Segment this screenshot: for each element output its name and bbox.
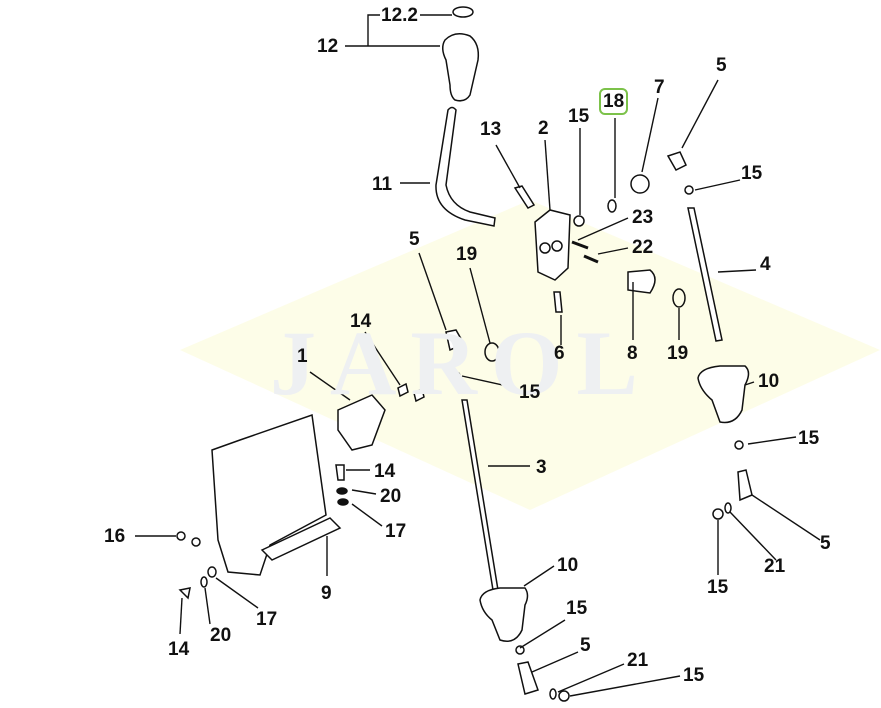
- part-label-15: 15: [568, 106, 590, 127]
- part-label-6: 6: [554, 343, 565, 364]
- balljoint-part-5-bottom: [517, 661, 539, 695]
- part-label-7: 7: [654, 77, 665, 98]
- part-label-14: 14: [374, 461, 396, 482]
- part-label-5: 5: [409, 229, 420, 250]
- part-label-5: 5: [580, 635, 591, 656]
- balljoint-part-5-top: [666, 151, 687, 171]
- leader-lines: [135, 14, 821, 697]
- rod-part-4: [687, 207, 723, 342]
- oring-part-19-left: [484, 342, 500, 362]
- plate-part-9: [211, 413, 327, 576]
- part-label-3: 3: [536, 457, 547, 478]
- part-label-21: 21: [627, 650, 649, 671]
- part-label-23: 23: [632, 207, 654, 228]
- part-label-17: 17: [256, 609, 278, 630]
- part-label-10: 10: [557, 555, 579, 576]
- part-label-14: 14: [350, 311, 372, 332]
- part-label-12-2: 12.2: [381, 5, 418, 26]
- nut-part-15-top: [573, 215, 585, 227]
- part-label-9: 9: [321, 583, 332, 604]
- cylinder-part-8: [627, 269, 656, 294]
- part-label-1: 1: [297, 346, 308, 367]
- part-label-20: 20: [380, 486, 402, 507]
- part-label-22: 22: [632, 237, 654, 258]
- part-label-21: 21: [764, 556, 786, 577]
- part-label-4: 4: [760, 254, 771, 275]
- part-label-10: 10: [758, 371, 780, 392]
- balljoint-part-5-right: [737, 469, 753, 502]
- part-label-20: 20: [210, 625, 232, 646]
- part-label-15: 15: [683, 665, 705, 686]
- pin-part-6: [553, 291, 563, 313]
- boot-part-10-bottom: [479, 587, 529, 642]
- part-label-15: 15: [798, 428, 820, 449]
- oring-part-18: [607, 199, 617, 213]
- boot-part-10-right: [697, 365, 750, 424]
- part-label-13: 13: [480, 119, 502, 140]
- part-label-2: 2: [538, 118, 549, 139]
- part-label-16: 16: [104, 526, 126, 547]
- part-label-5: 5: [820, 533, 831, 554]
- watermark: JAROL: [270, 312, 652, 414]
- part-label-19: 19: [667, 343, 689, 364]
- part-label-12: 12: [317, 36, 339, 57]
- knob-part-12: [442, 33, 480, 102]
- part-label-15: 15: [566, 598, 588, 619]
- part-label-15: 15: [741, 163, 763, 184]
- part-label-19: 19: [456, 244, 478, 265]
- part-label-11: 11: [372, 174, 393, 195]
- part-label-17: 17: [385, 521, 407, 542]
- bracket-part-1: [337, 394, 386, 451]
- part-label-15: 15: [519, 382, 541, 403]
- oring-part-19-right: [672, 288, 686, 308]
- balljoint-part-5-mid: [445, 329, 466, 352]
- cap-part-12-2: [452, 6, 474, 18]
- bushing-part-7: [630, 174, 650, 194]
- part-label-8: 8: [627, 343, 638, 364]
- part-label-15: 15: [707, 577, 729, 598]
- lever-part-11: [435, 106, 496, 227]
- part-label-18-highlighted[interactable]: 18: [598, 88, 629, 115]
- part-label-5: 5: [716, 55, 727, 76]
- part-label-14: 14: [168, 639, 190, 660]
